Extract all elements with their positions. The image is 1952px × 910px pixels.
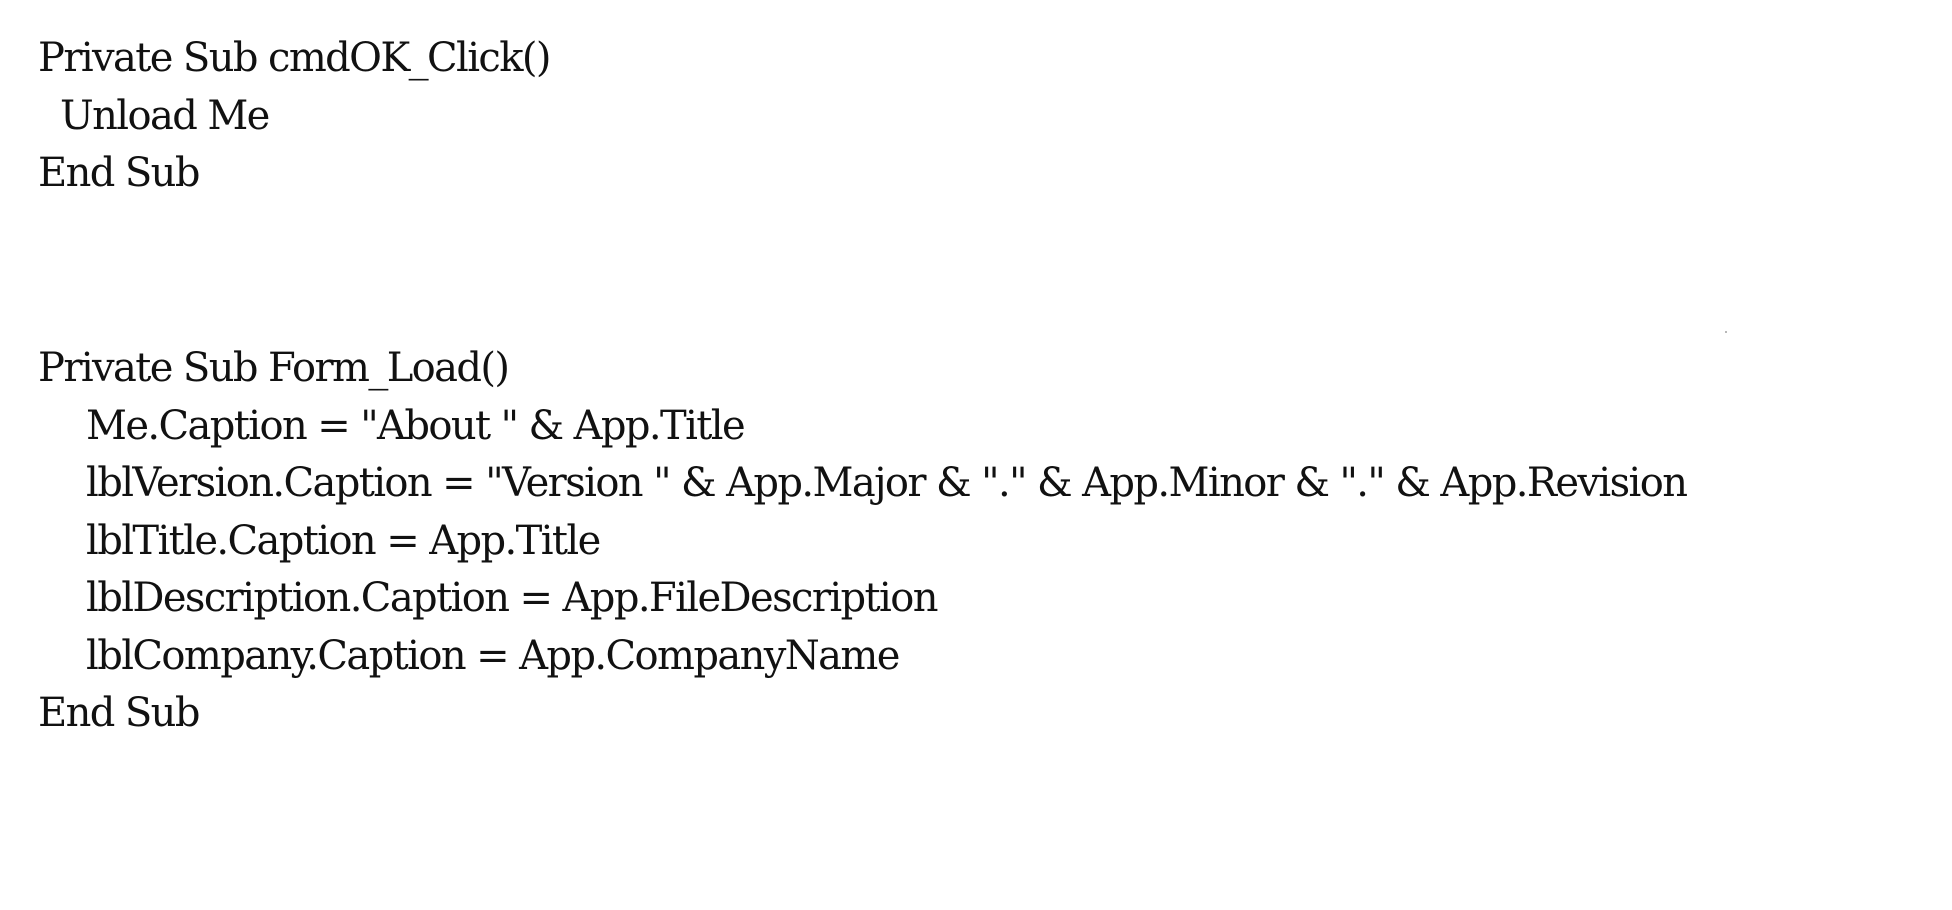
code-line: Private Sub cmdOK_Click() [38,30,550,88]
code-line: Unload Me [38,88,550,146]
form-load-procedure: Private Sub Form_Load() Me.Caption = "Ab… [38,340,1686,743]
code-line: lblDescription.Caption = App.FileDescrip… [38,570,1686,628]
cmdok-click-procedure: Private Sub cmdOK_Click() Unload Me End … [38,30,550,203]
code-line: Me.Caption = "About " & App.Title [38,398,1686,456]
code-line: End Sub [38,685,1686,743]
code-line: lblTitle.Caption = App.Title [38,513,1686,571]
code-line: End Sub [38,145,550,203]
scan-speck [1725,331,1727,333]
code-line: lblCompany.Caption = App.CompanyName [38,628,1686,686]
code-line: lblVersion.Caption = "Version " & App.Ma… [38,455,1686,513]
code-line: Private Sub Form_Load() [38,340,1686,398]
